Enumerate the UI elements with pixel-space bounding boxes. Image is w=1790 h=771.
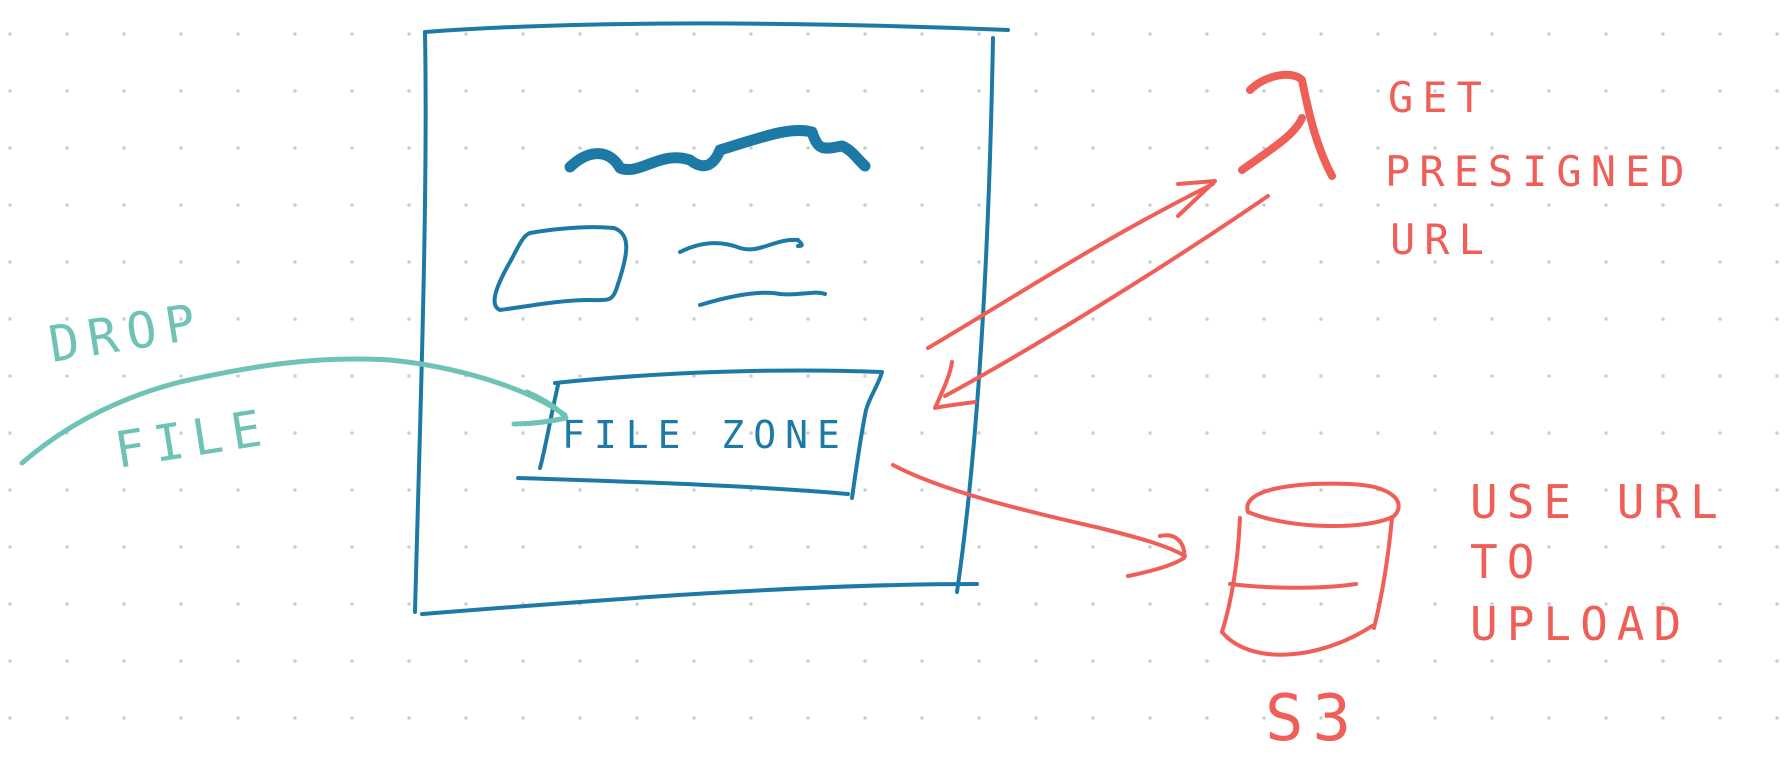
text-line-scribble-1 (678, 237, 804, 254)
lambda-icon (1238, 70, 1336, 180)
image-placeholder (492, 225, 629, 312)
file-zone-label: FILE ZONE (562, 413, 849, 457)
get-presigned-label-line2: PRESIGNED (1385, 147, 1694, 196)
use-url-label-line2: TO (1470, 535, 1543, 589)
drop-file-arrow (19, 356, 569, 466)
web-page-outline (413, 21, 1010, 616)
get-presigned-label-line3: URL (1390, 215, 1493, 264)
return-presigned-arrow (933, 194, 1270, 410)
s3-label: S3 (1265, 682, 1360, 756)
database-cylinder-icon (1220, 481, 1401, 657)
request-presigned-arrow (926, 179, 1217, 350)
page-title-scribble (564, 124, 871, 175)
use-url-label-line1: USE URL (1470, 475, 1727, 529)
upload-arrow (891, 463, 1187, 578)
file-zone-box (516, 368, 884, 500)
get-presigned-label-line1: GET (1388, 73, 1491, 122)
text-line-scribble-2 (698, 290, 827, 307)
use-url-label-line3: UPLOAD (1470, 597, 1690, 651)
